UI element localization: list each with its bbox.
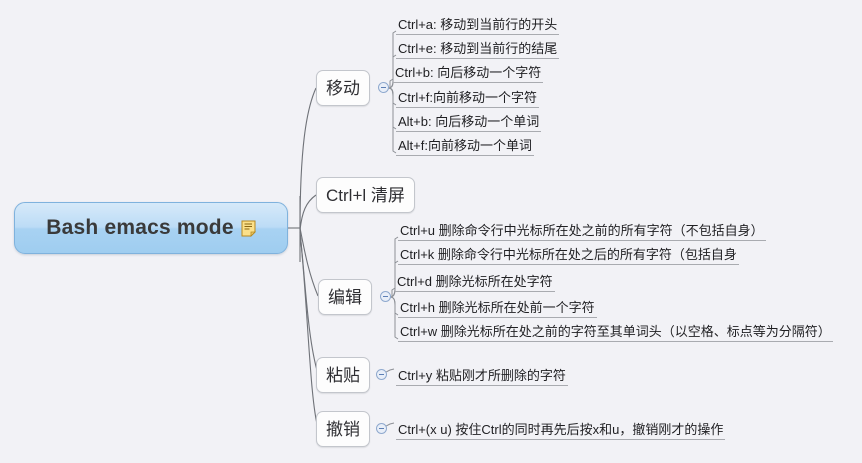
leaf-item[interactable]: Ctrl+h 删除光标所在处前一个字符 xyxy=(398,300,597,318)
leaf-item[interactable]: Alt+b: 向后移动一个单词 xyxy=(396,114,542,132)
branch-label: 粘贴 xyxy=(326,365,360,385)
leaf-item[interactable]: Ctrl+k 删除命令行中光标所在处之后的所有字符（包括自身 xyxy=(398,247,739,265)
collapse-toggle-undo[interactable] xyxy=(376,423,387,434)
branch-label: 撤销 xyxy=(326,419,360,439)
leaf-item[interactable]: Ctrl+e: 移动到当前行的结尾 xyxy=(396,41,560,59)
leaf-item[interactable]: Ctrl+y 粘贴刚才所删除的字符 xyxy=(396,368,568,386)
branch-node-undo[interactable]: 撤销 xyxy=(316,411,370,447)
root-node[interactable]: Bash emacs mode xyxy=(14,202,288,254)
leaf-item[interactable]: Ctrl+b: 向后移动一个字符 xyxy=(393,65,544,83)
branch-label: 编辑 xyxy=(328,287,362,307)
page-title: Bash emacs mode xyxy=(46,216,234,239)
leaf-item[interactable]: Ctrl+f:向前移动一个字符 xyxy=(396,90,540,108)
branch-node-paste[interactable]: 粘贴 xyxy=(316,357,370,393)
leaf-item[interactable]: Ctrl+w 删除光标所在处之前的字符至其单词头（以空格、标点等为分隔符） xyxy=(398,324,833,342)
collapse-toggle-edit[interactable] xyxy=(380,291,391,302)
leaf-item[interactable]: Ctrl+d 删除光标所在处字符 xyxy=(395,274,555,292)
leaf-item[interactable]: Ctrl+(x u) 按住Ctrl的同时再先后按x和u，撤销刚才的操作 xyxy=(396,422,726,440)
collapse-toggle-paste[interactable] xyxy=(376,369,387,380)
branch-node-move[interactable]: 移动 xyxy=(316,70,370,106)
branch-node-clear-screen[interactable]: Ctrl+l 清屏 xyxy=(316,177,415,213)
note-icon xyxy=(241,220,256,237)
leaf-item[interactable]: Ctrl+a: 移动到当前行的开头 xyxy=(396,17,560,35)
leaf-item[interactable]: Alt+f:向前移动一个单词 xyxy=(396,138,534,156)
branch-node-edit[interactable]: 编辑 xyxy=(318,279,372,315)
collapse-toggle-move[interactable] xyxy=(378,82,389,93)
leaf-item[interactable]: Ctrl+u 删除命令行中光标所在处之前的所有字符（不包括自身） xyxy=(398,223,766,241)
branch-label: 移动 xyxy=(326,78,360,98)
branch-label: Ctrl+l 清屏 xyxy=(326,185,405,205)
